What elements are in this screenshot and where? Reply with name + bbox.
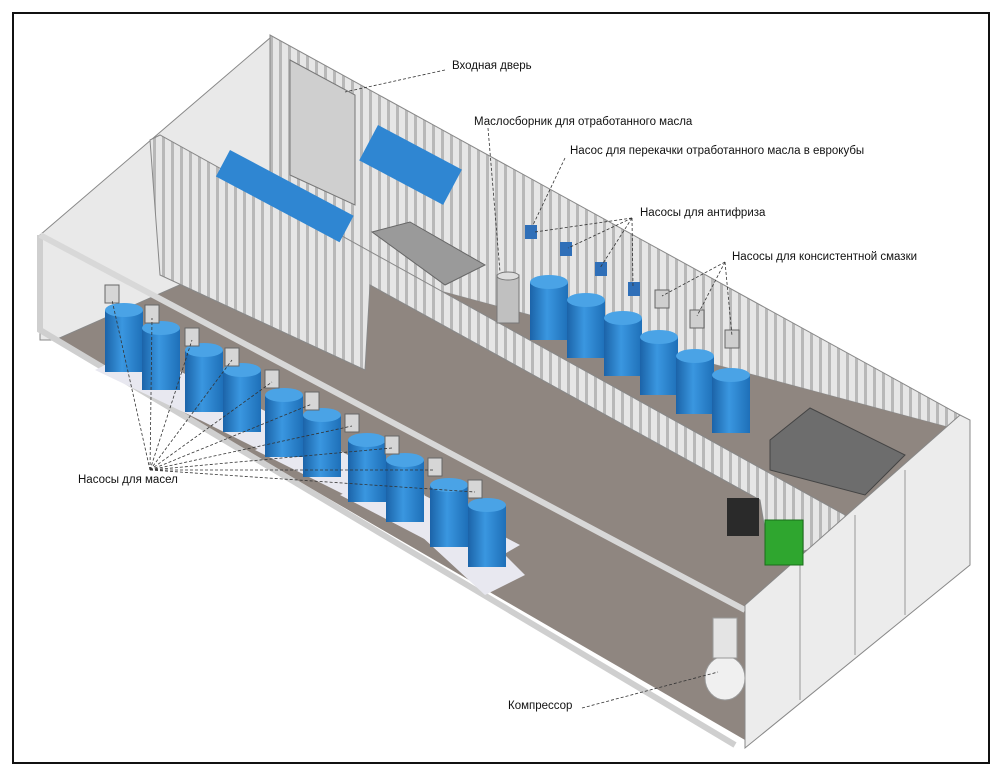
entrance-door	[289, 59, 356, 206]
black-cabinet	[727, 498, 759, 536]
grease-pump-units	[654, 289, 740, 349]
floor-grating	[370, 221, 487, 286]
ibc-tanks	[769, 407, 906, 496]
back-barrel-row	[530, 275, 750, 433]
hose-reels-right	[359, 125, 462, 205]
green-cabinet	[764, 519, 804, 566]
label-compressor: Компрессор	[508, 700, 573, 712]
hose-reels-left	[215, 150, 354, 243]
label-oil-pumps: Насосы для масел	[78, 474, 178, 486]
label-grease-pumps: Насосы для консистентной смазки	[732, 251, 918, 263]
oil-pump-units	[104, 284, 483, 499]
antifreeze-pump-units	[525, 225, 640, 296]
waste-oil-collector	[496, 274, 520, 324]
container-floor	[55, 245, 960, 740]
label-waste-oil-pump: Насос для перекачки отработанного масла …	[570, 145, 865, 157]
right-end-doors	[744, 414, 971, 750]
compressor-unit	[704, 617, 746, 701]
leader-lines	[111, 69, 733, 709]
label-waste-oil-collector: Маслосборник для отработанного масла	[474, 116, 693, 128]
label-entrance-door: Входная дверь	[452, 60, 532, 72]
label-antifreeze-pumps: Насосы для антифриза	[640, 207, 766, 219]
